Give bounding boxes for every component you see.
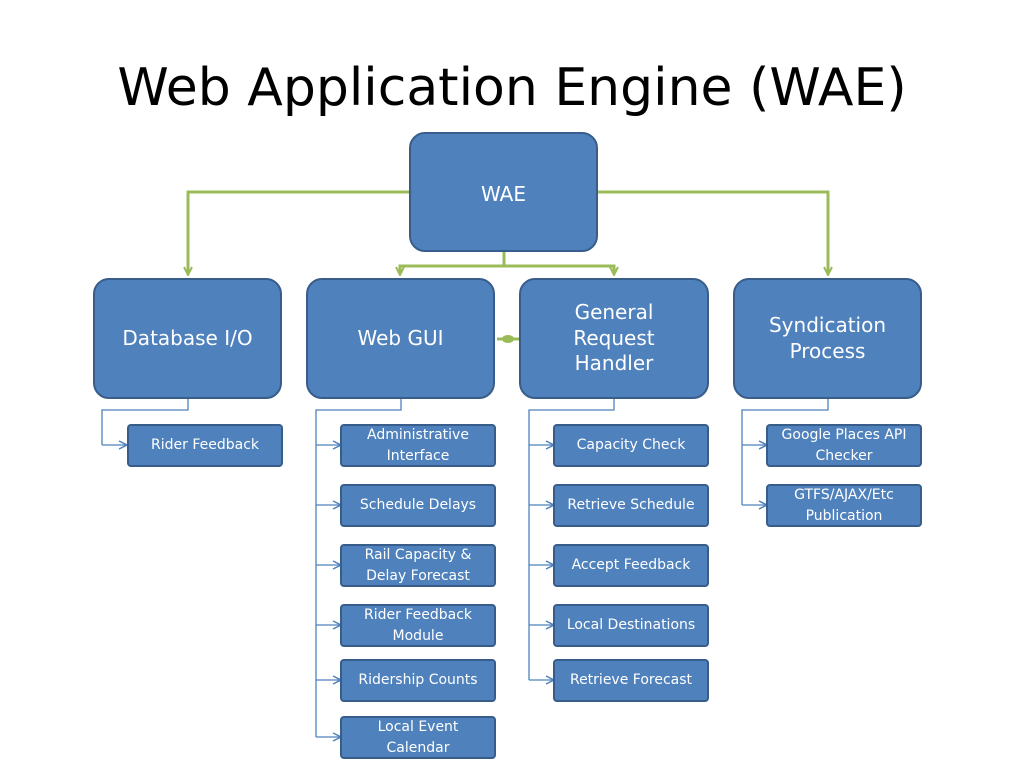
capacity-check-node: Capacity Check [553,424,709,467]
slide-title: Web Application Engine (WAE) [117,58,907,118]
retrieve-schedule-node: Retrieve Schedule [553,484,709,527]
syndication-process-node: Syndication Process [733,278,922,399]
database-io-node: Database I/O [93,278,282,399]
connector-wae-syndication [598,190,828,274]
schedule-delays-node: Schedule Delays [340,484,496,527]
wae-node: WAE [409,132,598,252]
rail-capacity-delay-forecast-node: Rail Capacity & Delay Forecast [340,544,496,587]
rider-feedback-node: Rider Feedback [127,424,283,467]
web-gui-node: Web GUI [306,278,495,399]
local-destinations-node: Local Destinations [553,604,709,647]
connector-wae-database [188,190,410,274]
administrative-interface-node: Administrative Interface [340,424,496,467]
gtfs-ajax-publication-node: GTFS/AJAX/Etc Publication [766,484,922,527]
local-event-calendar-node: Local Event Calendar [340,716,496,759]
connector-junction-dot [502,335,514,343]
connector-wae-handler [504,264,614,274]
general-request-handler-node: General Request Handler [519,278,709,399]
ridership-counts-node: Ridership Counts [340,659,496,702]
accept-feedback-node: Accept Feedback [553,544,709,587]
retrieve-forecast-node: Retrieve Forecast [553,659,709,702]
connector-wae-webgui [400,264,504,274]
rider-feedback-module-node: Rider Feedback Module [340,604,496,647]
google-places-api-checker-node: Google Places API Checker [766,424,922,467]
